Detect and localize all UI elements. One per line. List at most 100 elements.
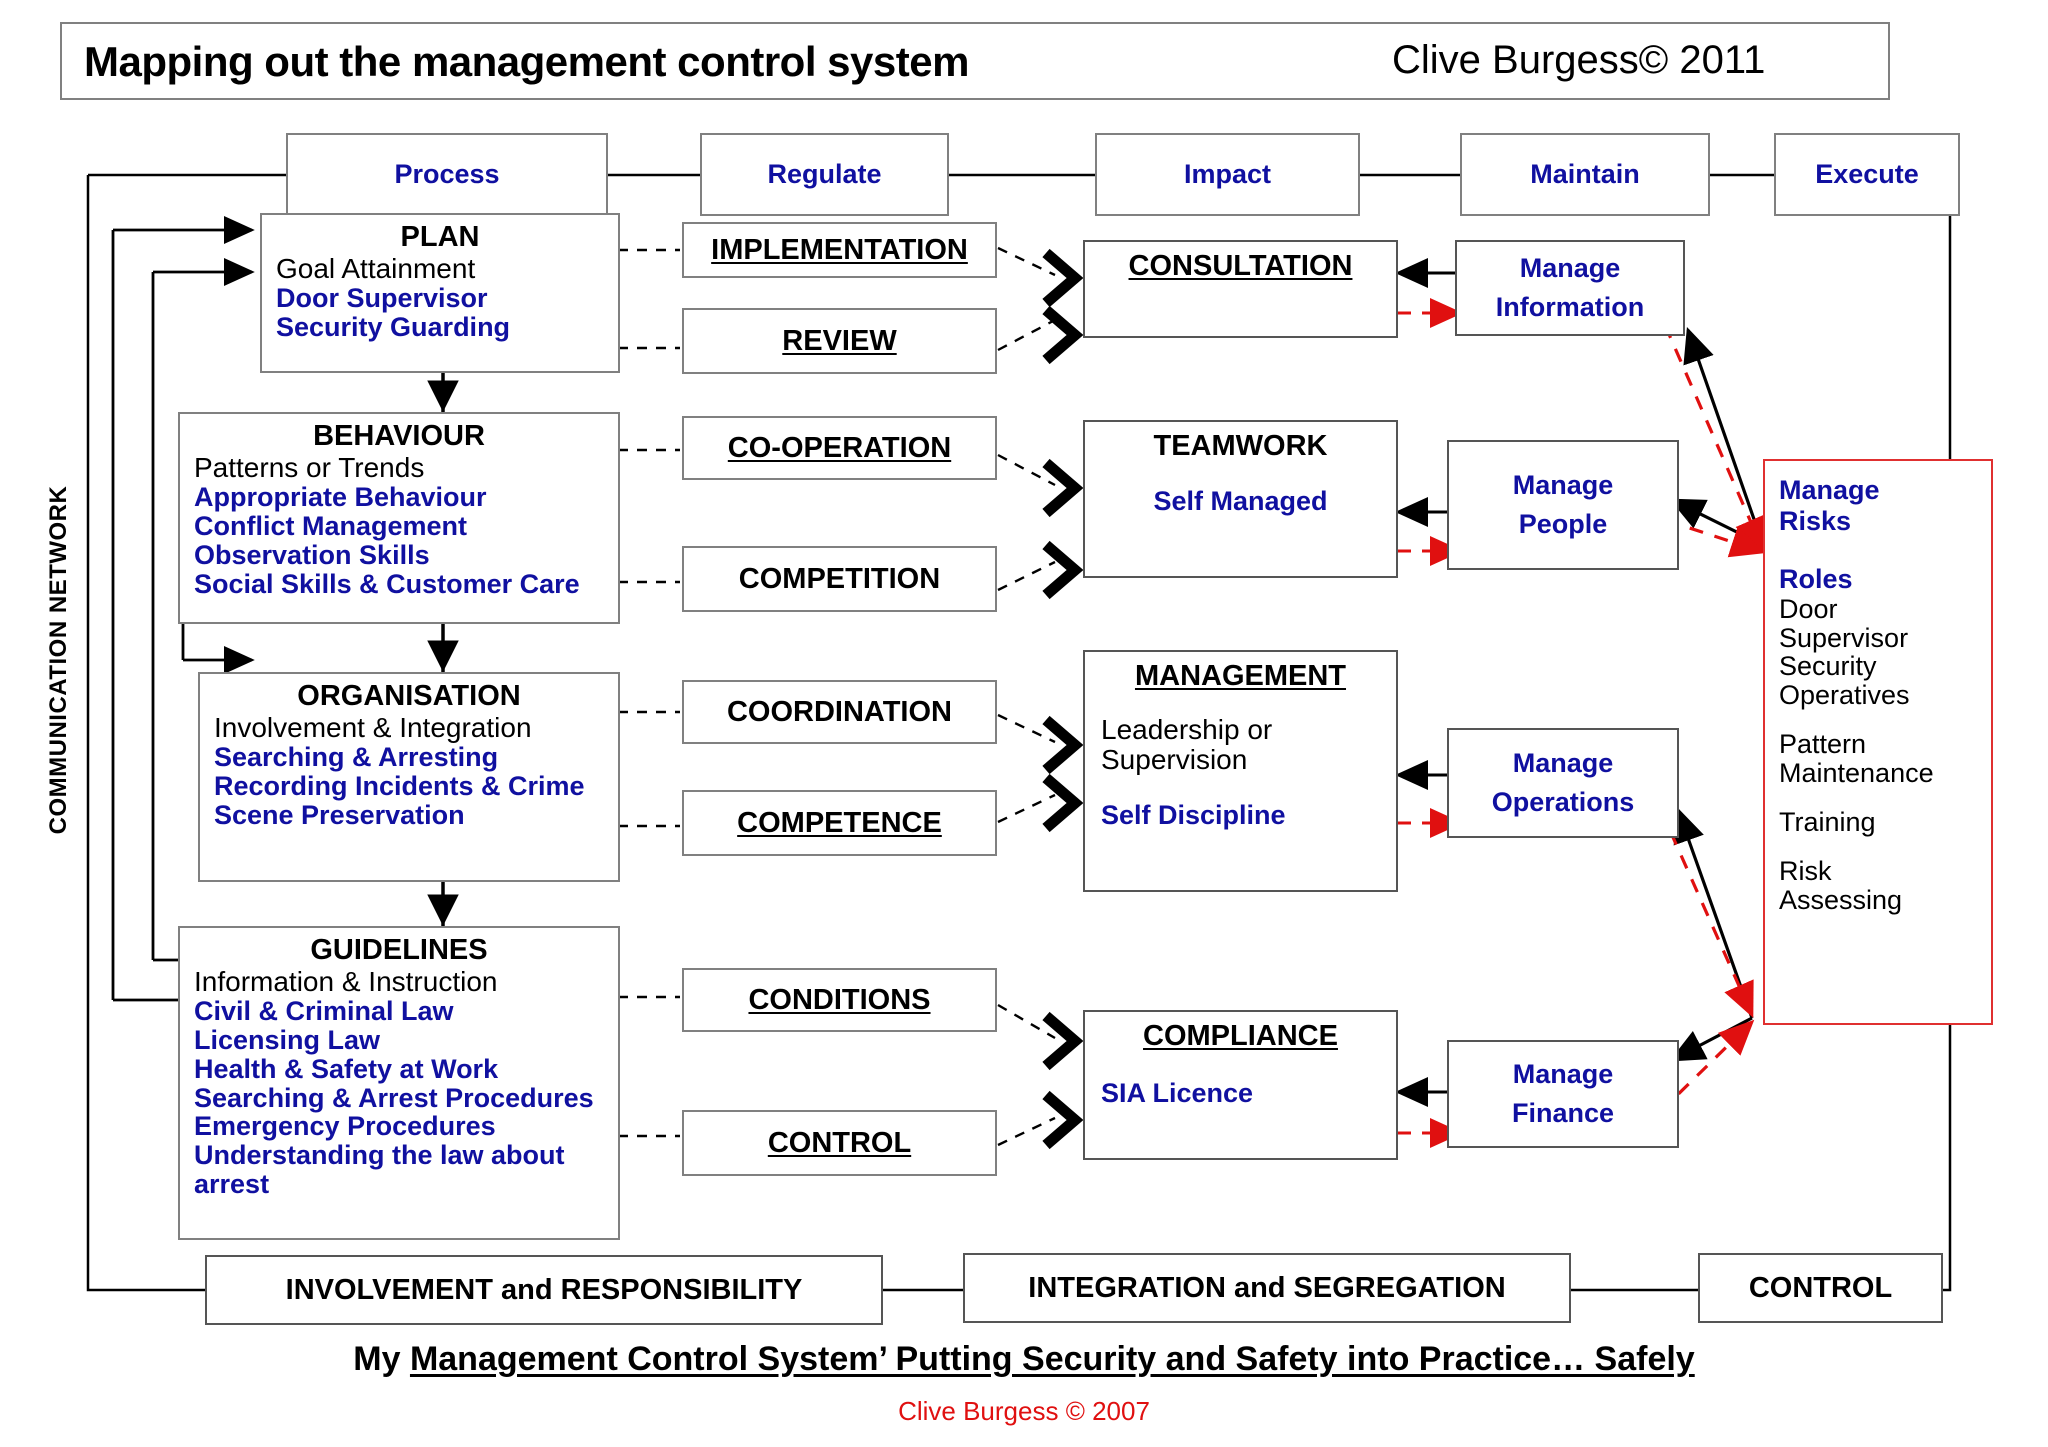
management-plain-0: Leadership or — [1101, 714, 1273, 745]
bottom-bar-integration-label: INTEGRATION and SEGREGATION — [1028, 1271, 1506, 1304]
process-box-behaviour: BEHAVIOUR Patterns or Trends Appropriate… — [178, 412, 620, 624]
maintain-box-people: Manage People — [1447, 440, 1679, 570]
header-maintain-label: Maintain — [1530, 159, 1640, 189]
plan-title: PLAN — [400, 221, 480, 253]
manage-risks-line2: Risks — [1779, 506, 1852, 537]
manage-people-line2: People — [1518, 509, 1608, 539]
regulate-box-cooperation: CO-OPERATION — [682, 416, 997, 480]
bottom-bar-involvement: INVOLVEMENT and RESPONSIBILITY — [205, 1255, 883, 1325]
regulate-box-competition: COMPETITION — [682, 546, 997, 612]
risks-roles-label: Roles — [1779, 563, 1853, 594]
manage-information-line2: Information — [1495, 292, 1645, 322]
header-regulate-label: Regulate — [767, 159, 882, 189]
risks-role-2: Security — [1779, 651, 1877, 682]
risks-role-3: Operatives — [1779, 680, 1910, 711]
header-process: Process — [286, 133, 608, 216]
bottom-bar-integration: INTEGRATION and SEGREGATION — [963, 1253, 1571, 1323]
regulate-conditions-label: CONDITIONS — [748, 983, 931, 1016]
regulate-box-review: REVIEW — [682, 308, 997, 374]
header-process-label: Process — [394, 159, 500, 189]
plan-blue-0: Door Supervisor — [276, 282, 488, 313]
risks-group-0-0: Pattern — [1779, 729, 1867, 760]
maintain-box-information: Manage Information — [1455, 240, 1685, 336]
behaviour-plain-0: Patterns or Trends — [194, 452, 425, 483]
impact-box-teamwork: TEAMWORK Self Managed — [1083, 420, 1398, 578]
guidelines-title: GUIDELINES — [310, 934, 488, 966]
management-blue-0: Self Discipline — [1101, 799, 1286, 830]
header-impact: Impact — [1095, 133, 1360, 216]
risks-group-2-0: Risk — [1779, 855, 1832, 886]
manage-finance-line1: Manage — [1512, 1058, 1614, 1089]
behaviour-blue-0: Appropriate Behaviour — [194, 481, 487, 512]
header-execute-label: Execute — [1815, 159, 1919, 189]
manage-finance-line2: Finance — [1511, 1098, 1615, 1128]
impact-box-compliance: COMPLIANCE SIA Licence — [1083, 1010, 1398, 1160]
organisation-blue-1: Recording Incidents & Crime — [214, 770, 585, 801]
regulate-coordination-label: COORDINATION — [726, 695, 952, 728]
guidelines-blue-6: arrest — [194, 1169, 270, 1200]
regulate-cooperation-label: CO-OPERATION — [727, 431, 952, 464]
regulate-implementation-label: IMPLEMENTATION — [711, 233, 968, 266]
header-impact-label: Impact — [1183, 159, 1272, 189]
behaviour-blue-2: Observation Skills — [194, 539, 430, 570]
process-box-guidelines: GUIDELINES Information & Instruction Civ… — [178, 926, 620, 1240]
footer-copyright: Clive Burgess © 2007 — [898, 1396, 1150, 1426]
risks-role-1: Supervisor — [1779, 622, 1909, 653]
regulate-box-coordination: COORDINATION — [682, 680, 997, 744]
management-title: MANAGEMENT — [1134, 660, 1347, 692]
regulate-box-competence: COMPETENCE — [682, 790, 997, 856]
bottom-bar-control: CONTROL — [1698, 1253, 1943, 1323]
teamwork-blue-0: Self Managed — [1153, 486, 1328, 516]
title-credit: Clive Burgess© 2011 — [1392, 38, 1766, 82]
process-box-organisation: ORGANISATION Involvement & Integration S… — [198, 672, 620, 882]
compliance-title: COMPLIANCE — [1143, 1020, 1338, 1052]
page-title: Mapping out the management control syste… — [84, 38, 969, 85]
impact-box-management: MANAGEMENT Leadership or Supervision Sel… — [1083, 650, 1398, 892]
risks-role-0: Door — [1779, 593, 1838, 624]
footer-tagline: My Management Control System’ Putting Se… — [0, 1340, 2048, 1379]
bottom-bar-control-label: CONTROL — [1748, 1271, 1893, 1304]
manage-people-line1: Manage — [1512, 469, 1614, 500]
header-maintain: Maintain — [1460, 133, 1710, 216]
organisation-plain-0: Involvement & Integration — [214, 712, 532, 743]
maintain-box-operations: Manage Operations — [1447, 728, 1679, 838]
guidelines-blue-4: Emergency Procedures — [194, 1111, 496, 1142]
manage-information-line1: Manage — [1519, 252, 1621, 283]
teamwork-title: TEAMWORK — [1153, 430, 1328, 462]
footer-prefix: My — [353, 1340, 410, 1378]
regulate-box-implementation: IMPLEMENTATION — [682, 222, 997, 278]
footer-underlined: Management Control System’ Putting Secur… — [409, 1340, 1695, 1378]
manage-risks-panel: Manage Risks Roles Door Supervisor Secur… — [1763, 459, 1993, 1025]
guidelines-blue-3: Searching & Arrest Procedures — [194, 1082, 594, 1113]
maintain-box-finance: Manage Finance — [1447, 1040, 1679, 1148]
behaviour-blue-1: Conflict Management — [194, 510, 468, 541]
organisation-blue-0: Searching & Arresting — [214, 741, 499, 772]
header-execute: Execute — [1774, 133, 1960, 216]
consultation-title: CONSULTATION — [1128, 250, 1353, 282]
regulate-competence-label: COMPETENCE — [737, 806, 942, 839]
bottom-bar-involvement-label: INVOLVEMENT and RESPONSIBILITY — [285, 1273, 803, 1306]
regulate-competition-label: COMPETITION — [738, 562, 941, 595]
risks-group-1-0: Training — [1779, 806, 1876, 837]
plan-blue-1: Security Guarding — [276, 311, 511, 342]
regulate-review-label: REVIEW — [782, 324, 897, 357]
guidelines-blue-1: Licensing Law — [194, 1024, 381, 1055]
plan-plain-0: Goal Attainment — [276, 253, 476, 284]
impact-box-consultation: CONSULTATION — [1083, 240, 1398, 338]
guidelines-blue-0: Civil & Criminal Law — [194, 995, 454, 1026]
risks-group-2-1: Assessing — [1779, 884, 1903, 915]
process-box-plan: PLAN Goal Attainment Door Supervisor Sec… — [260, 213, 620, 373]
manage-risks-line1: Manage — [1779, 475, 1880, 505]
title-box: Mapping out the management control syste… — [60, 22, 1890, 100]
risks-group-0-1: Maintenance — [1779, 758, 1934, 788]
communication-network-label: COMMUNICATION NETWORK — [45, 485, 72, 835]
header-regulate: Regulate — [700, 133, 949, 216]
organisation-blue-2: Scene Preservation — [214, 799, 465, 830]
regulate-box-conditions: CONDITIONS — [682, 968, 997, 1032]
regulate-control-label: CONTROL — [767, 1126, 912, 1159]
manage-operations-line2: Operations — [1491, 787, 1635, 817]
guidelines-blue-2: Health & Safety at Work — [194, 1053, 499, 1084]
behaviour-blue-3: Social Skills & Customer Care — [194, 568, 580, 599]
behaviour-title: BEHAVIOUR — [313, 420, 485, 452]
